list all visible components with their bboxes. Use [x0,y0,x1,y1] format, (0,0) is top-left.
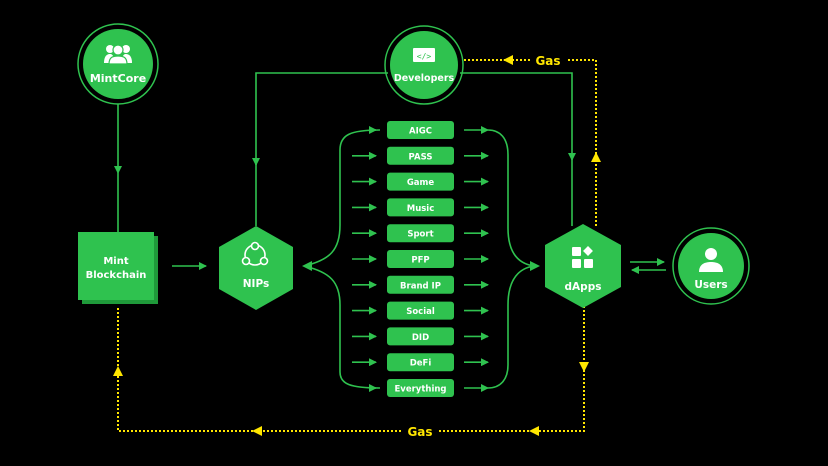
category-pill-did[interactable]: DID [387,327,454,346]
category-pill-pfp[interactable]: PFP [387,250,454,268]
category-pill-music[interactable]: Music [387,198,454,217]
category-label: Music [407,204,435,214]
category-pill-bg [387,250,454,268]
code-monitor-icon: </> [413,48,435,62]
category-label: Everything [394,385,446,395]
mintcore-node[interactable]: MintCore [77,23,159,105]
gas-flow-lines [117,59,597,432]
dapps-label: dApps [565,281,602,293]
gas-arrow-left-top [503,55,513,65]
category-pill-aigc[interactable]: AIGC [387,121,454,139]
green-connectors [114,72,666,389]
gas-top-line [462,59,597,226]
dapps-fanin-bracket [487,129,535,267]
gas-arrow-left-bottom-left [252,426,262,436]
category-label: DeFi [410,359,432,369]
blockchain-node[interactable]: Mint Blockchain [78,232,158,304]
dapps-fanin-arrowhead [530,261,540,271]
svg-text:</>: </> [417,52,432,61]
category-pill-bg [387,224,454,243]
nips-fanout-arrowhead [302,261,312,271]
gas-arrow-down-dapps [579,362,589,372]
network-nodes-icon [241,241,269,266]
gas-bottom-line [117,306,585,432]
gas-arrow-left-bottom-right [529,426,539,436]
nips-label: NIPs [243,278,269,290]
users-group-icon [104,44,132,65]
category-pill-social[interactable]: Social [387,301,454,320]
category-label: Game [407,178,435,188]
category-pill-pass[interactable]: PASS [387,146,454,165]
category-label: PFP [411,256,429,266]
apps-grid-icon [572,246,593,268]
developers-to-dapps-line [460,72,576,161]
gas-bottom-label-bg [402,423,438,439]
developers-node[interactable]: </> Developers [384,25,464,105]
category-pill-bg [387,353,454,372]
category-pill-bg [387,121,454,139]
category-pill-sport[interactable]: Sport [387,224,454,243]
category-label: DID [412,333,429,343]
users-label: Users [694,279,727,291]
category-arrows [352,126,489,392]
user-icon [699,248,723,272]
category-pill-brand-ip[interactable]: Brand IP [387,275,454,294]
gas-top-label: Gas [535,54,560,68]
category-pill-everything[interactable]: Everything [387,379,454,397]
blockchain-label-line1: Mint [103,256,128,267]
gas-top-label-bg [530,52,566,68]
category-label: AIGC [409,127,432,137]
dapps-fanin-bracket-lower [487,265,535,389]
blockchain-label-line2: Blockchain [86,270,147,281]
category-label: PASS [409,152,433,162]
gas-arrow-up-blockchain [113,366,123,376]
gas-arrow-up-dapps [591,152,601,162]
developers-label: Developers [394,73,455,84]
category-label: Brand IP [400,281,441,291]
category-pill-bg [387,379,454,397]
category-pill-bg [387,275,454,294]
category-pill-defi[interactable]: DeFi [387,353,454,372]
users-node[interactable]: Users [672,227,750,305]
gas-bottom-label: Gas [407,425,432,439]
category-pill-game[interactable]: Game [387,172,454,191]
category-pill-bg [387,172,454,191]
nips-node[interactable]: NIPs [219,226,293,310]
category-pill-bg [387,327,454,346]
mintcore-label: MintCore [90,72,146,85]
category-pill-bg [387,198,454,217]
category-label: Social [406,307,435,317]
category-pill-bg [387,146,454,165]
nips-fanout-bracket-lower [303,265,381,389]
developers-to-nips-line [252,72,388,166]
category-pill-bg [387,301,454,320]
nips-fanout-bracket [303,129,381,267]
dapps-node[interactable]: dApps [545,224,621,308]
gas-arrowheads [113,55,601,436]
category-label: Sport [407,230,433,240]
